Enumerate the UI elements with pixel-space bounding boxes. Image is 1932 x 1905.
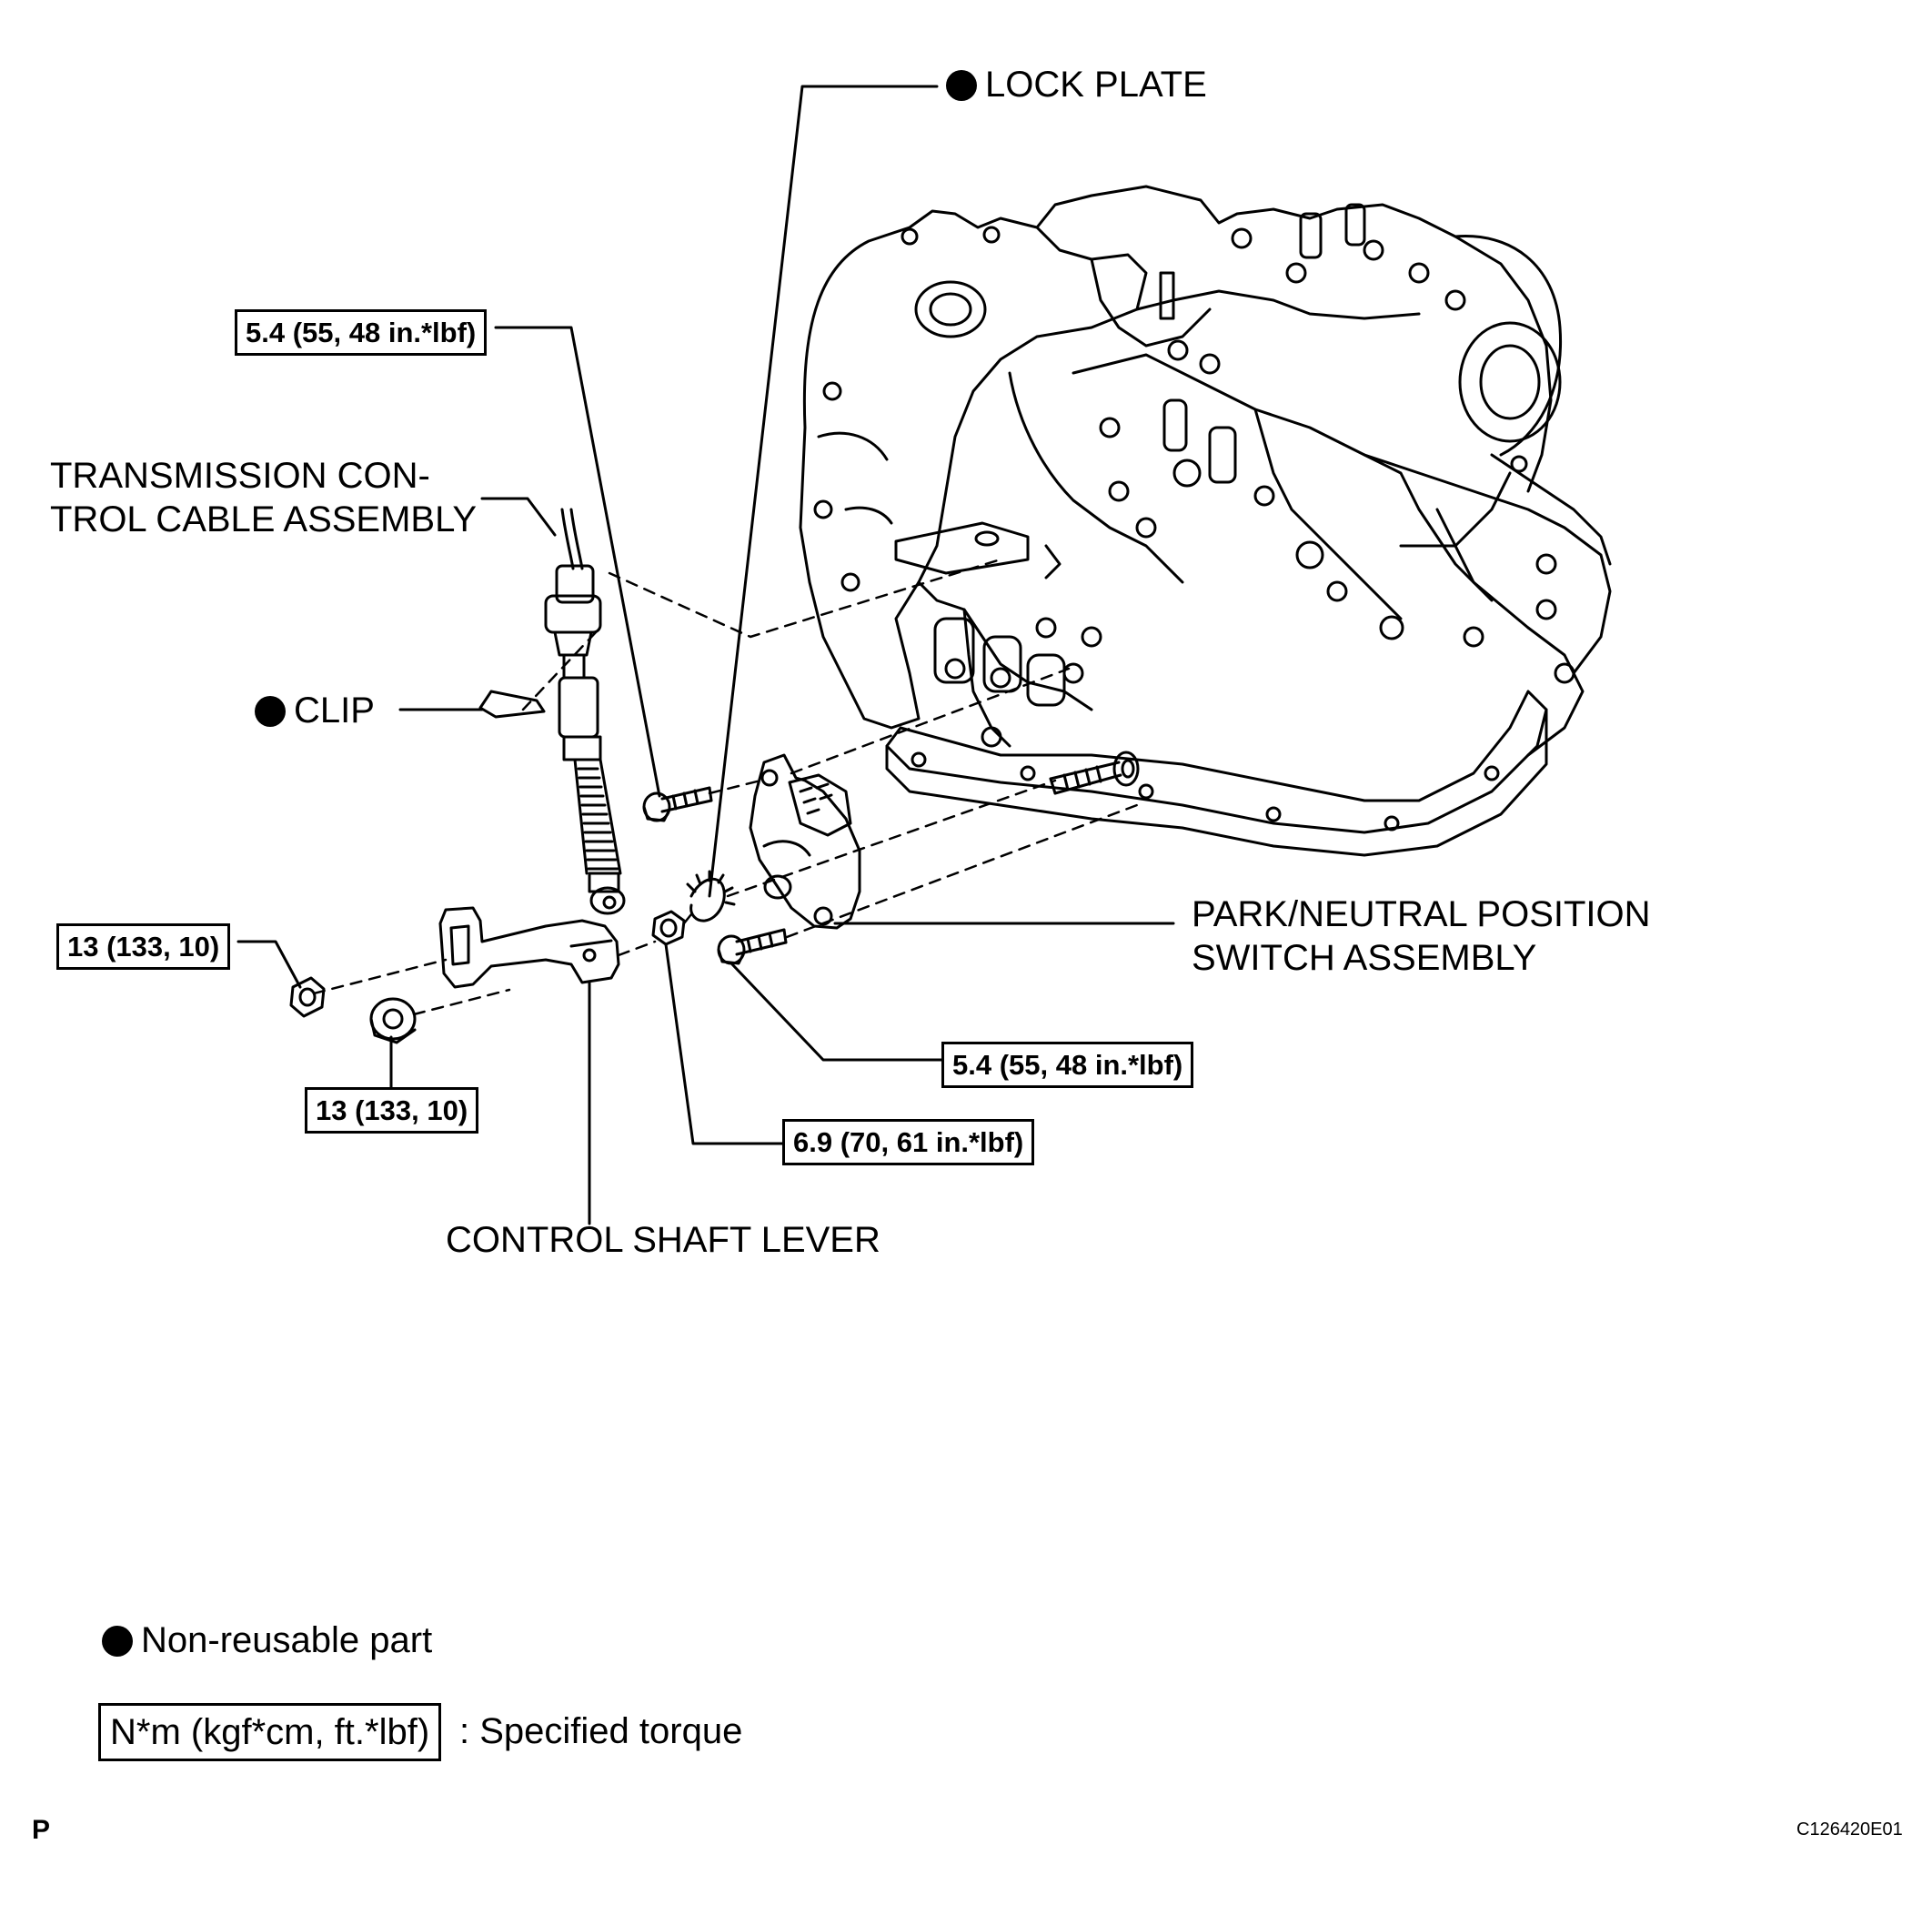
control-shaft-lever-label: CONTROL SHAFT LEVER: [446, 1220, 880, 1260]
legend-torque-box: N*m (kgf*cm, ft.*lbf): [98, 1703, 442, 1761]
torque-box-bolt-lower: 5.4 (55, 48 in.*lbf): [941, 1042, 1194, 1089]
cable-label-line1: TRANSMISSION CON-: [50, 456, 430, 496]
lock-plate-label: LOCK PLATE: [946, 64, 1207, 106]
bolt-upper: [642, 786, 713, 822]
lock-plate-part: [686, 870, 736, 922]
figure-code: C126420E01: [1796, 1819, 1903, 1839]
transmission-housing: [799, 185, 1612, 857]
non-reusable-dot-icon: [946, 70, 977, 101]
nut-lower: [369, 997, 417, 1044]
control-shaft-lever-part: [438, 906, 620, 989]
torque-box-nut-lower: 13 (133, 10): [305, 1087, 479, 1134]
torque-box-nut-lever: 6.9 (70, 61 in.*lbf): [782, 1119, 1035, 1166]
legend-torque-desc: : Specified torque: [459, 1711, 743, 1751]
torque-box-nut-left: 13 (133, 10): [56, 923, 231, 971]
pnp-switch-part: [749, 753, 861, 930]
nut-left: [289, 976, 326, 1018]
legend-non-reusable: Non-reusable part: [102, 1619, 432, 1661]
cable-label-line2: TROL CABLE ASSEMBLY: [50, 499, 478, 539]
torque-box-bolt-upper: 5.4 (55, 48 in.*lbf): [235, 309, 488, 357]
clip-part: [478, 690, 546, 719]
pnp-label-line1: PARK/NEUTRAL POSITION: [1192, 894, 1651, 934]
non-reusable-dot-icon: [255, 696, 286, 727]
pnp-label-line2: SWITCH ASSEMBLY: [1192, 938, 1537, 978]
bolt-lower: [717, 928, 788, 965]
page-mark: P: [32, 1815, 51, 1845]
control-cable: [544, 508, 626, 915]
nut-lever: [651, 910, 686, 946]
clip-label: CLIP: [255, 690, 375, 731]
non-reusable-dot-icon: [102, 1626, 133, 1657]
